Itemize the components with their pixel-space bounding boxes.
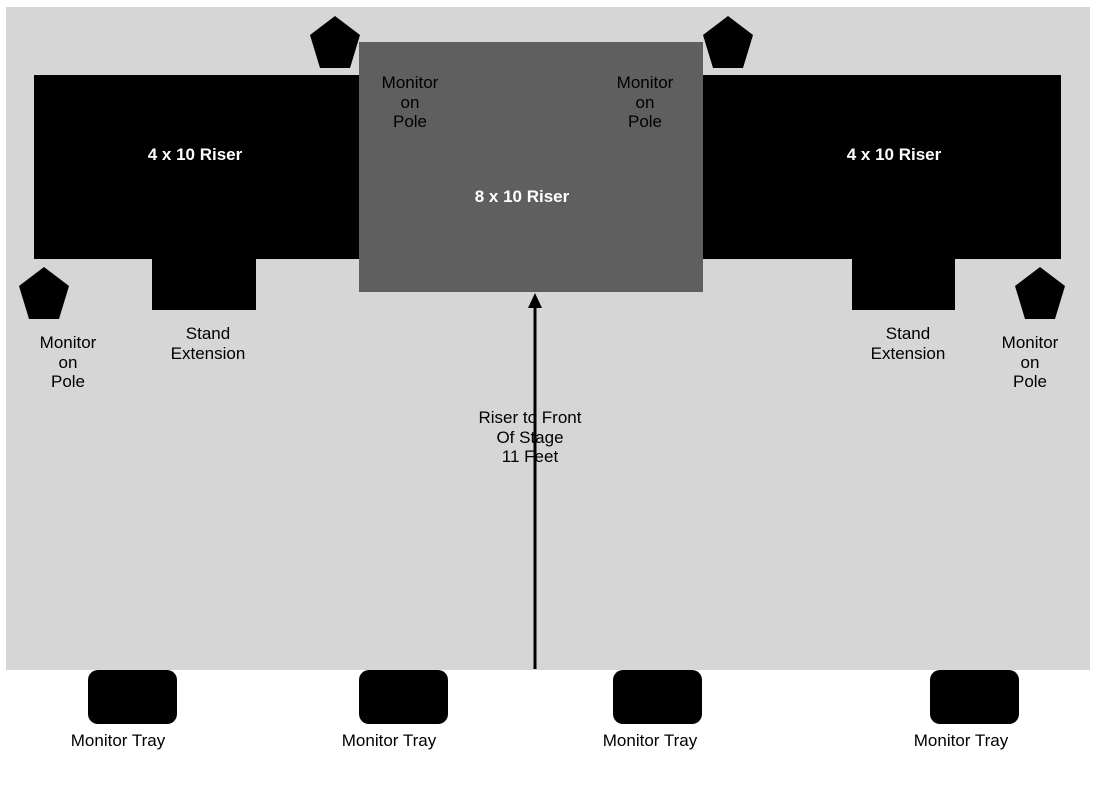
right-riser-label: 4 x 10 Riser <box>846 145 942 164</box>
monitor-tray-label-2: Monitor Tray <box>341 731 437 750</box>
side-right-monitor-label: Monitor on Pole <box>1001 333 1059 391</box>
right-4x10-riser <box>703 75 1061 259</box>
monitor-tray-1 <box>88 670 177 724</box>
monitor-tray-3 <box>613 670 702 724</box>
right-stand-extension <box>852 258 955 310</box>
monitor-tray-label-4: Monitor Tray <box>913 731 1009 750</box>
side-right-monitor-icon <box>1015 267 1065 319</box>
monitor-tray-2 <box>359 670 448 724</box>
monitor-tray-label-1: Monitor Tray <box>70 731 166 750</box>
top-left-monitor-icon <box>310 16 360 68</box>
top-right-monitor-icon <box>703 16 753 68</box>
left-4x10-riser <box>34 75 360 259</box>
center-riser-label: 8 x 10 Riser <box>474 187 570 206</box>
right-stand-extension-label: Stand Extension <box>870 324 946 363</box>
top-right-monitor-label: Monitor on Pole <box>616 73 674 131</box>
left-riser-label: 4 x 10 Riser <box>147 145 243 164</box>
monitor-tray-label-3: Monitor Tray <box>602 731 698 750</box>
side-left-monitor-icon <box>19 267 69 319</box>
side-left-monitor-label: Monitor on Pole <box>39 333 97 391</box>
left-stand-extension-label: Stand Extension <box>170 324 246 363</box>
top-left-monitor-label: Monitor on Pole <box>381 73 439 131</box>
left-stand-extension <box>152 258 256 310</box>
center-8x10-riser <box>359 42 703 292</box>
monitor-tray-4 <box>930 670 1019 724</box>
distance-label: Riser to Front Of Stage 11 Feet <box>478 408 582 466</box>
